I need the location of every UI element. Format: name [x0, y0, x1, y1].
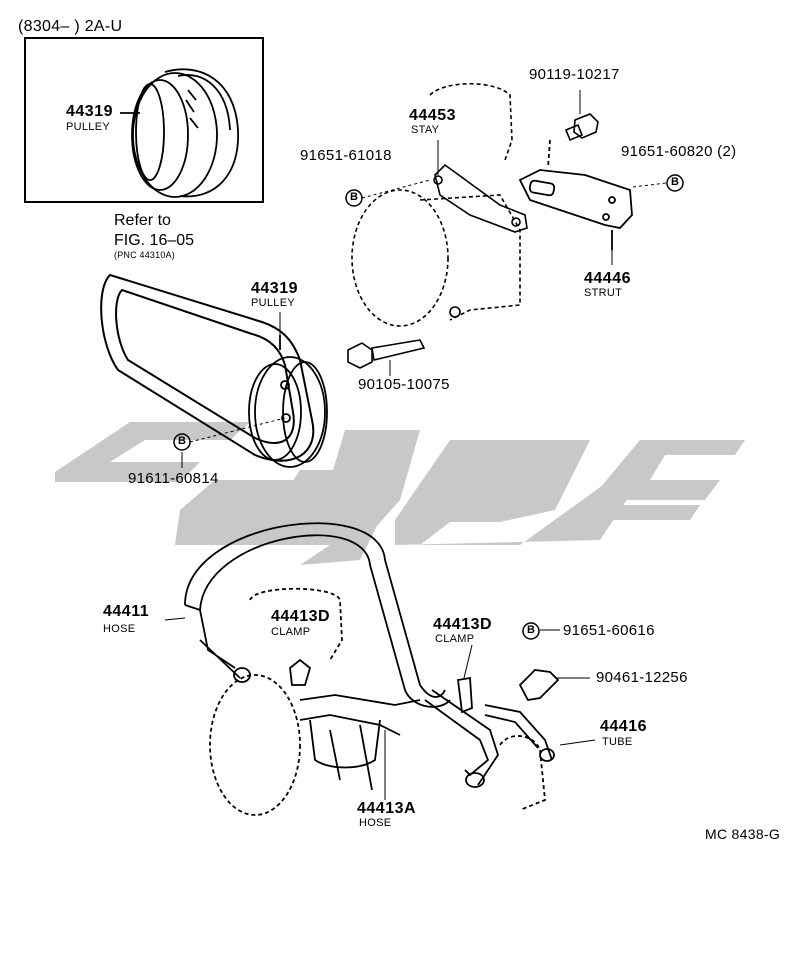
diagram-code: MC 8438-G [705, 826, 781, 842]
pulley-part-name: PULLEY [251, 297, 295, 309]
hose-assembly [184, 522, 560, 816]
strut-bracket [518, 139, 633, 250]
hose-part-name: HOSE [103, 623, 136, 635]
drive-belt [100, 273, 315, 462]
inset-part-name: PULLEY [66, 121, 110, 133]
pump-assembly-top [351, 82, 528, 327]
bolt-top-part-number: 90119-10217 [529, 66, 620, 83]
washer-symbols [173, 174, 684, 640]
washer-clamp-part-number: 91651-60616 [563, 622, 655, 639]
inset-pulley [120, 68, 239, 198]
hose-lower-part-name: HOSE [359, 817, 392, 829]
clip-part-number: 90461-12256 [596, 669, 688, 686]
watermark-logo [55, 422, 745, 565]
inset-frame [24, 37, 264, 203]
washer-pulley-part-number: 91611-60814 [128, 470, 219, 487]
main-pulley [248, 335, 328, 468]
washer-stay-part-number: 91651-61018 [300, 147, 392, 164]
stay-part-number: 44453 [409, 107, 456, 124]
washer-strut-part-number: 91651-60820 (2) [621, 143, 737, 160]
leader-lines [164, 90, 667, 800]
strut-part-number: 44446 [584, 270, 631, 287]
strut-part-name: STRUT [584, 287, 623, 299]
tube-part-number: 44416 [600, 718, 647, 735]
reference-line-2: FIG. 16–05 [114, 232, 195, 249]
top-bolt [564, 113, 599, 142]
washer-symbol-pulley: B [178, 435, 187, 447]
pump-bolt [347, 339, 426, 369]
reference-line-3: (PNC 44310A) [114, 250, 175, 260]
pulley-part-number: 44319 [251, 280, 298, 297]
clamp-left-part-name: CLAMP [271, 626, 311, 638]
model-range-label: (8304– ) 2A-U [18, 18, 123, 35]
hose-part-number: 44411 [103, 603, 150, 620]
washer-symbol-stay: B [350, 191, 359, 203]
clamp-right-part-name: CLAMP [435, 633, 475, 645]
stay-part-name: STAY [411, 124, 440, 136]
reference-line-1: Refer to [114, 212, 171, 229]
bolt-pump-part-number: 90105-10075 [358, 376, 450, 393]
clamp-left-part-number: 44413D [271, 608, 331, 625]
clamp-right-part-number: 44413D [433, 616, 493, 633]
washer-symbol-strut: B [671, 176, 680, 188]
hose-lower-part-number: 44413A [357, 800, 417, 817]
tube-part-name: TUBE [602, 736, 633, 748]
inset-part-number: 44319 [66, 103, 113, 120]
washer-symbol-clamp: B [527, 624, 536, 636]
